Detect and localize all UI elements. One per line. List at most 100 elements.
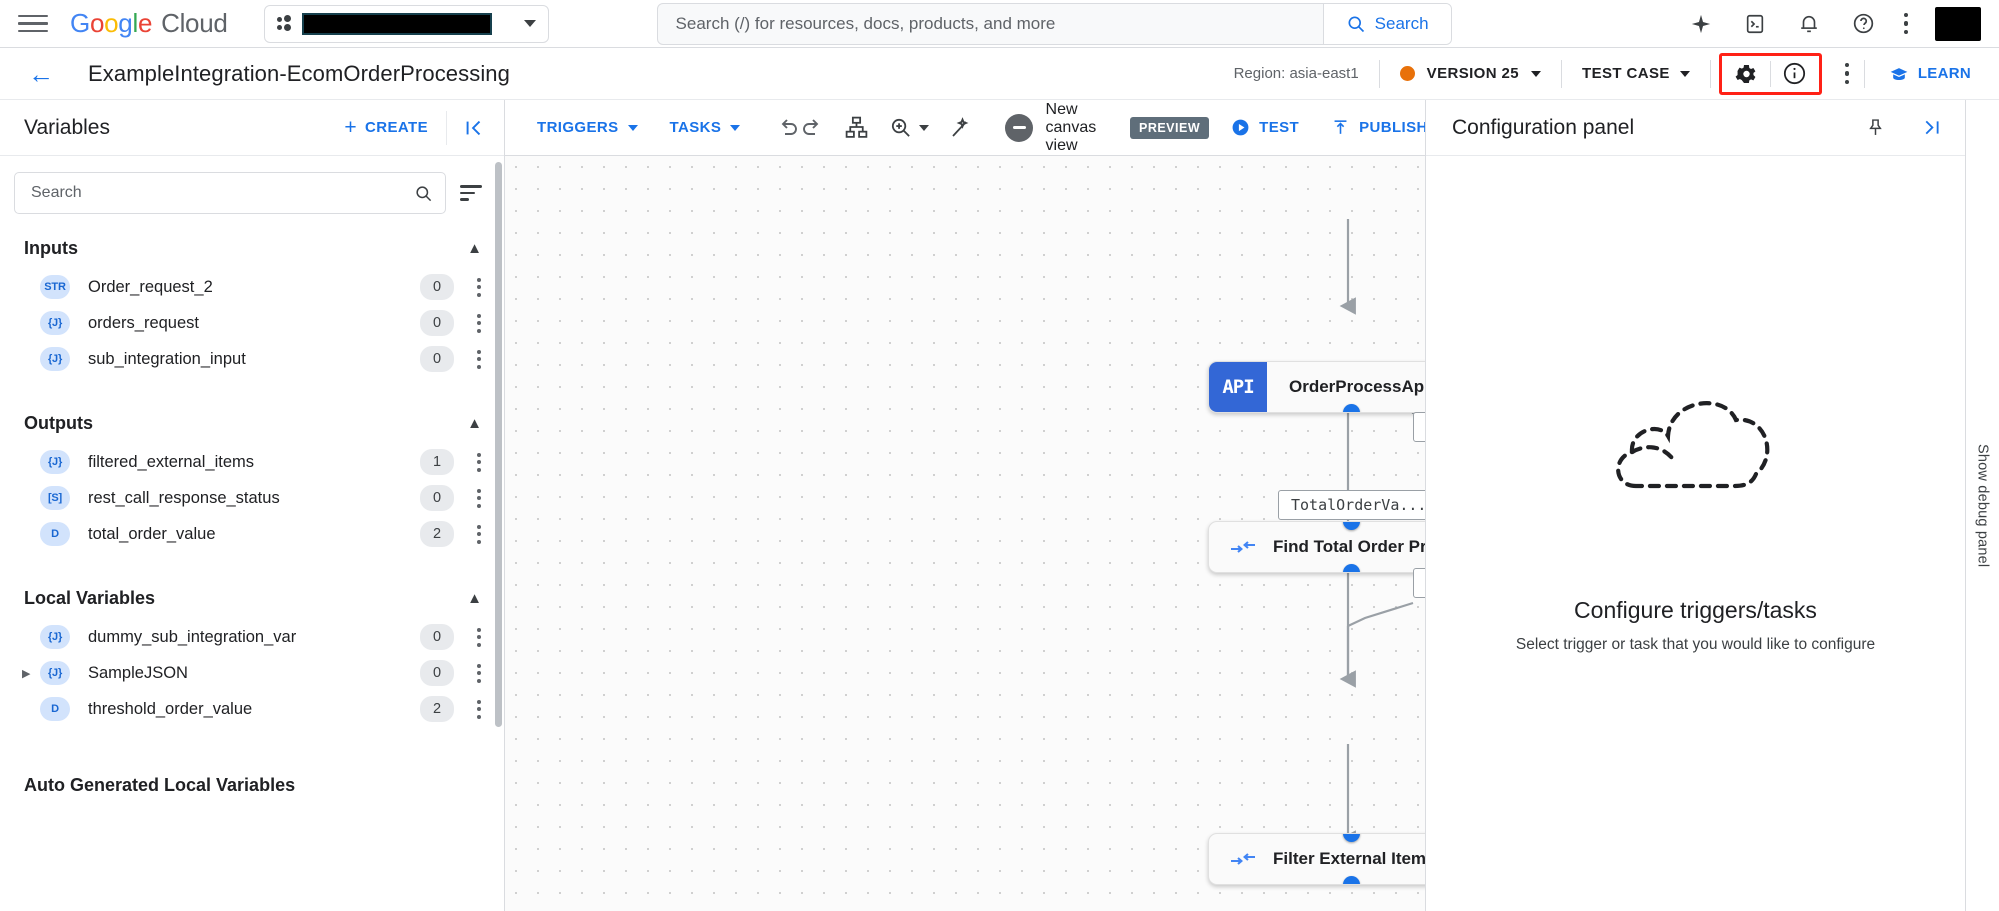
variables-group-auto-generated[interactable]: Auto Generated Local Variables — [0, 761, 504, 806]
cloud-shell-icon[interactable] — [1741, 10, 1769, 38]
row-more-vert-icon[interactable] — [476, 452, 482, 472]
create-variable-button[interactable]: + CREATE — [326, 117, 446, 138]
variables-search-input[interactable] — [31, 184, 414, 202]
variable-name: orders_request — [88, 313, 199, 332]
chevron-down-icon — [919, 124, 930, 131]
expand-panel-button[interactable] — [1917, 114, 1945, 142]
canvas-column: TRIGGERS TASKS — [505, 100, 1731, 911]
variable-type-badge: {J} — [40, 347, 70, 371]
learn-label: LEARN — [1917, 65, 1971, 82]
canvas-node-find-total-order-price[interactable]: Find Total Order Price ID:1 — [1208, 521, 1425, 573]
variable-row-dummy-sub-integration-var[interactable]: {J} dummy_sub_integration_var 0 — [0, 619, 504, 655]
sidebar-scrollbar[interactable] — [495, 162, 502, 727]
account-avatar[interactable] — [1935, 6, 1981, 41]
sort-icon[interactable] — [460, 180, 486, 206]
help-circle-icon[interactable] — [1849, 10, 1877, 38]
node-output-port[interactable] — [1343, 564, 1360, 572]
zoom-icon — [892, 118, 911, 137]
canvas-node-filter-external-items[interactable]: Filter External Items ID:3 — [1208, 833, 1425, 885]
collapse-sidebar-button[interactable] — [446, 110, 500, 145]
variables-group-inputs[interactable]: Inputs ▲ — [0, 224, 504, 269]
variable-count-badge: 1 — [420, 449, 454, 475]
chevron-up-icon[interactable]: ▲ — [467, 590, 482, 607]
search-input[interactable] — [657, 3, 1323, 44]
expand-twisty-icon[interactable]: ▶ — [22, 667, 31, 680]
zoom-control[interactable] — [889, 107, 930, 149]
canvas-node-order-process-api-trigger[interactable]: API OrderProcessApiTrigger — [1208, 361, 1425, 413]
redo-button[interactable] — [800, 107, 824, 149]
page-title: ExampleIntegration-EcomOrderProcessing — [88, 60, 510, 86]
node-output-port[interactable] — [1343, 404, 1360, 412]
auto-layout-button[interactable] — [844, 107, 869, 149]
configuration-panel-title: Configuration panel — [1452, 115, 1635, 139]
api-chip-icon: API — [1209, 362, 1267, 412]
hamburger-icon[interactable] — [18, 9, 48, 39]
project-selector[interactable] — [263, 4, 549, 43]
project-dots-icon — [276, 14, 292, 33]
search-button[interactable]: Search — [1322, 3, 1451, 44]
topbar-actions — [1687, 6, 1985, 41]
integration-canvas[interactable]: API OrderProcessApiTrigger Find Total Or… — [505, 156, 1425, 911]
variable-row-orders-request[interactable]: {J} orders_request 0 — [0, 305, 504, 341]
row-more-vert-icon[interactable] — [476, 349, 482, 369]
variable-row-rest-call-response-status[interactable]: [S] rest_call_response_status 0 — [0, 480, 504, 516]
divider — [1709, 59, 1711, 88]
variable-row-sub-integration-input[interactable]: {J} sub_integration_input 0 — [0, 341, 504, 377]
notifications-bell-icon[interactable] — [1795, 10, 1823, 38]
version-selector[interactable]: VERSION 25 — [1380, 65, 1561, 82]
publish-button[interactable]: PUBLISH — [1315, 118, 1444, 137]
variables-group-outputs[interactable]: Outputs ▲ — [0, 399, 504, 444]
gemini-sparkle-icon[interactable] — [1687, 10, 1715, 38]
settings-gear-button[interactable] — [1722, 56, 1770, 92]
variable-row-filtered-external-items[interactable]: {J} filtered_external_items 1 — [0, 444, 504, 480]
edge-label-total-order-value-1[interactable]: TotalOrderVa... — [1413, 412, 1425, 442]
variable-count-badge: 2 — [420, 521, 454, 547]
variables-sidebar: Variables + CREATE — [0, 100, 505, 911]
node-output-port[interactable] — [1343, 876, 1360, 884]
variable-row-threshold-order-value[interactable]: D threshold_order_value 2 — [0, 691, 504, 727]
subheader-more-vert-icon[interactable] — [1844, 61, 1850, 87]
pin-button[interactable] — [1861, 114, 1889, 142]
variable-row-total-order-value[interactable]: D total_order_value 2 — [0, 516, 504, 552]
chevron-up-icon[interactable]: ▲ — [467, 415, 482, 432]
node-input-port[interactable] — [1343, 522, 1360, 530]
row-more-vert-icon[interactable] — [476, 488, 482, 508]
magic-wand-button[interactable] — [949, 107, 973, 149]
undo-icon — [781, 118, 798, 135]
node-input-port[interactable] — [1343, 834, 1360, 842]
back-arrow-icon[interactable]: ← — [28, 58, 54, 89]
undo-button[interactable] — [776, 107, 800, 149]
new-canvas-view-label: New canvas view — [1045, 100, 1097, 154]
learn-button[interactable]: LEARN — [1865, 64, 1983, 84]
row-more-vert-icon[interactable] — [476, 699, 482, 719]
tasks-menu[interactable]: TASKS — [654, 119, 757, 136]
variables-group-local[interactable]: Local Variables ▲ — [0, 574, 504, 619]
row-more-vert-icon[interactable] — [476, 524, 482, 544]
test-button[interactable]: TEST — [1215, 118, 1315, 137]
chevron-up-icon[interactable]: ▲ — [467, 240, 482, 257]
new-canvas-view-toggle[interactable] — [1005, 113, 1034, 142]
canvas-toolbar: TRIGGERS TASKS — [505, 100, 1731, 156]
show-debug-panel-rail[interactable]: Show debug panel — [1965, 100, 1999, 911]
edge-label-proceed-if-approved[interactable]: Proceed if a... — [1413, 568, 1425, 598]
topbar-more-vert-icon[interactable] — [1903, 11, 1909, 37]
redo-icon — [803, 118, 819, 135]
triggers-menu[interactable]: TRIGGERS — [521, 119, 654, 136]
row-more-vert-icon[interactable] — [476, 277, 482, 297]
info-button[interactable] — [1771, 56, 1819, 92]
auto-layout-icon — [846, 116, 868, 138]
triggers-label: TRIGGERS — [537, 119, 619, 136]
edge-label-total-order-value-2[interactable]: TotalOrderVa... — [1278, 490, 1425, 520]
configuration-panel-actions — [1861, 114, 1945, 142]
row-more-vert-icon[interactable] — [476, 627, 482, 647]
row-more-vert-icon[interactable] — [476, 663, 482, 683]
test-case-selector[interactable]: TEST CASE — [1562, 65, 1710, 82]
variable-name: dummy_sub_integration_var — [88, 627, 297, 646]
group-title: Local Variables — [24, 588, 156, 608]
variable-row-order-request-2[interactable]: STR Order_request_2 0 — [0, 269, 504, 305]
variable-row-samplejson[interactable]: ▶ {J} SampleJSON 0 — [0, 655, 504, 691]
variable-name: rest_call_response_status — [88, 488, 280, 507]
row-more-vert-icon[interactable] — [476, 313, 482, 333]
